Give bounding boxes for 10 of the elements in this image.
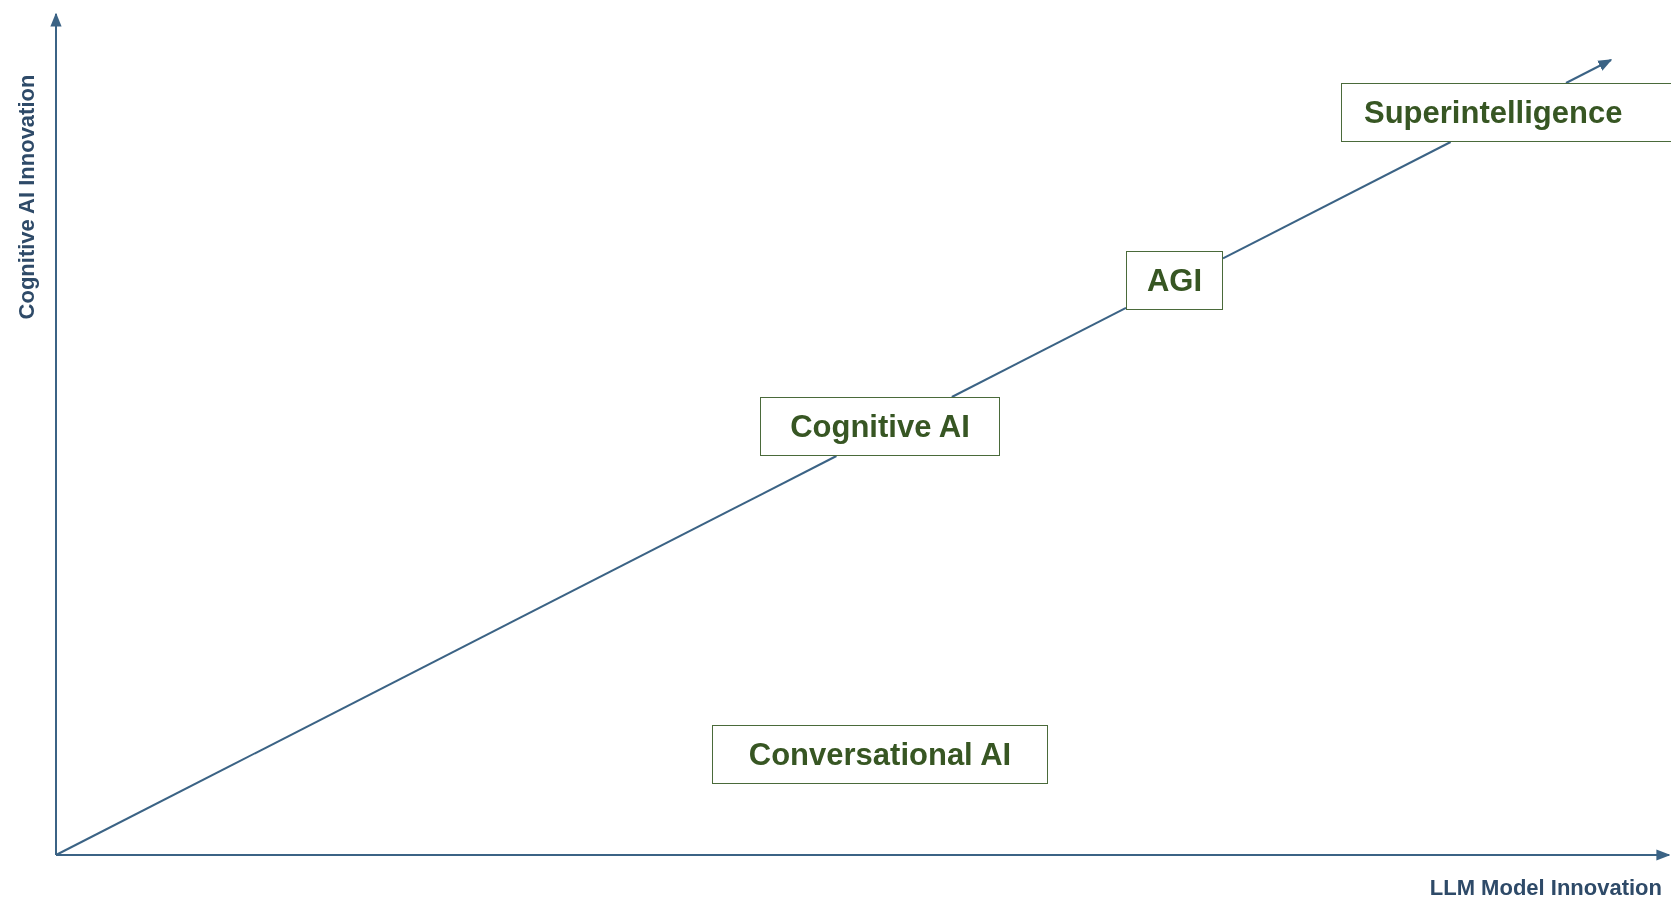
- connector-line: [55, 455, 838, 856]
- stage-box: Superintelligence: [1341, 83, 1671, 142]
- connector-line: [1222, 141, 1452, 260]
- arrow: [1565, 59, 1613, 84]
- stage-box: Conversational AI: [712, 725, 1048, 784]
- axis-label: LLM Model Innovation: [1429, 875, 1662, 900]
- stage-box: AGI: [1126, 251, 1223, 310]
- connector-line: [950, 306, 1127, 398]
- axis-label: Cognitive AI Innovation: [14, 74, 40, 320]
- stage-box: Cognitive AI: [760, 397, 1000, 456]
